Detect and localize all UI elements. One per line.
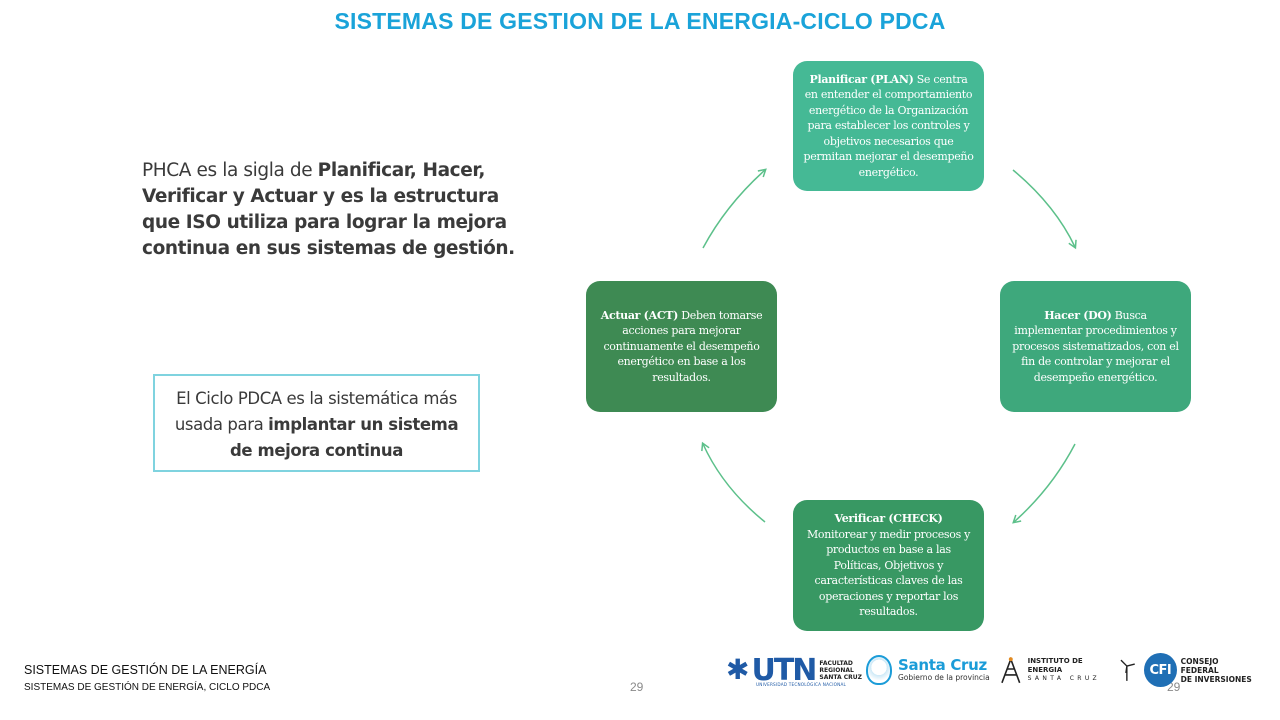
cfi-emblem: CFI (1144, 653, 1177, 687)
phase-act-text: Deben tomarse acciones para mejorar cont… (603, 308, 763, 384)
slide-title: SISTEMAS DE GESTION DE LA ENERGIA-CICLO … (334, 8, 946, 34)
provincial-seal-icon (866, 655, 892, 685)
phase-do-text: Busca implementar procedimientos y proce… (1012, 308, 1179, 384)
phase-check: Verificar (CHECK) Monitorear y medir pro… (793, 500, 984, 631)
instituto-region: SANTA CRUZ (1027, 675, 1101, 682)
phase-do-label: Hacer (DO) (1044, 308, 1112, 322)
cfi-logo: CFI CONSEJO FEDERAL DE INVERSIONES (1144, 650, 1256, 690)
page-number: 29 (630, 680, 644, 694)
phase-act-label: Actuar (ACT) (600, 308, 679, 322)
arrow-plan-to-do (1012, 169, 1077, 250)
intro-text-regular: PHCA es la sigla de (142, 160, 318, 181)
footer-subtitle: SISTEMAS DE GESTIÓN DE ENERGÍA, CICLO PD… (24, 682, 271, 693)
arrow-act-to-plan (702, 168, 767, 249)
arrow-do-to-check (1012, 443, 1076, 524)
oil-rig-icon (1001, 656, 1021, 684)
utn-line-3: SANTA CRUZ (819, 673, 862, 681)
callout-box: El Ciclo PDCA es la sistemática más usad… (153, 374, 480, 472)
utn-line-2: REGIONAL (819, 666, 854, 674)
utn-emblem-icon: ✱ (726, 653, 750, 686)
santa-cruz-text: Santa Cruz Gobierno de la provincia (898, 657, 990, 683)
footer-logos: ✱ UTN FACULTAD REGIONAL SANTA CRUZ UNIVE… (726, 650, 1256, 690)
instituto-text: INSTITUTO DE ENERGIA SANTA CRUZ (1028, 657, 1119, 683)
callout-text-regular: El Ciclo PDCA es la sistemática más usad… (174, 389, 458, 434)
cfi-text: CONSEJO FEDERAL DE INVERSIONES (1181, 657, 1256, 684)
cfi-line-2: DE INVERSIONES (1180, 674, 1252, 684)
phase-act: Actuar (ACT) Deben tomarse acciones para… (586, 281, 777, 412)
santa-cruz-logo: Santa Cruz Gobierno de la provincia (866, 650, 998, 690)
santa-cruz-subtitle: Gobierno de la provincia (898, 673, 990, 682)
instituto-energia-logo: INSTITUTO DE ENERGIA SANTA CRUZ (998, 650, 1136, 690)
callout-text-bold: implantar un sistema de mejora continua (230, 415, 459, 460)
phase-check-label: Verificar (CHECK) (834, 512, 943, 526)
utn-tagline: UNIVERSIDAD TECNOLÓGICA NACIONAL (756, 682, 847, 687)
utn-line-1: FACULTAD (819, 659, 853, 667)
cfi-line-1: CONSEJO FEDERAL (1180, 656, 1219, 675)
utn-wordmark: UTN (751, 652, 817, 688)
intro-text-bold: Planificar, Hacer, Verificar y Actuar y … (142, 160, 515, 259)
phase-plan-text: Se centra en entender el comportamiento … (803, 72, 974, 179)
wind-turbine-icon (1120, 659, 1136, 681)
instituto-name: INSTITUTO DE ENERGIA (1027, 657, 1083, 674)
footer-title: SISTEMAS DE GESTIÓN DE LA ENERGÍA (24, 663, 267, 677)
phase-plan-label: Planificar (PLAN) (809, 72, 914, 86)
utn-logo: ✱ UTN FACULTAD REGIONAL SANTA CRUZ UNIVE… (726, 650, 866, 690)
phase-do: Hacer (DO) Busca implementar procedimien… (1000, 281, 1191, 412)
santa-cruz-name: Santa Cruz (898, 656, 987, 674)
phase-check-text: Monitorear y medir procesos y productos … (806, 527, 971, 619)
utn-faculty: FACULTAD REGIONAL SANTA CRUZ (819, 660, 862, 681)
arrow-check-to-act (701, 441, 766, 523)
phase-plan: Planificar (PLAN) Se centra en entender … (793, 61, 984, 191)
intro-paragraph: PHCA es la sigla de Planificar, Hacer, V… (142, 158, 542, 262)
